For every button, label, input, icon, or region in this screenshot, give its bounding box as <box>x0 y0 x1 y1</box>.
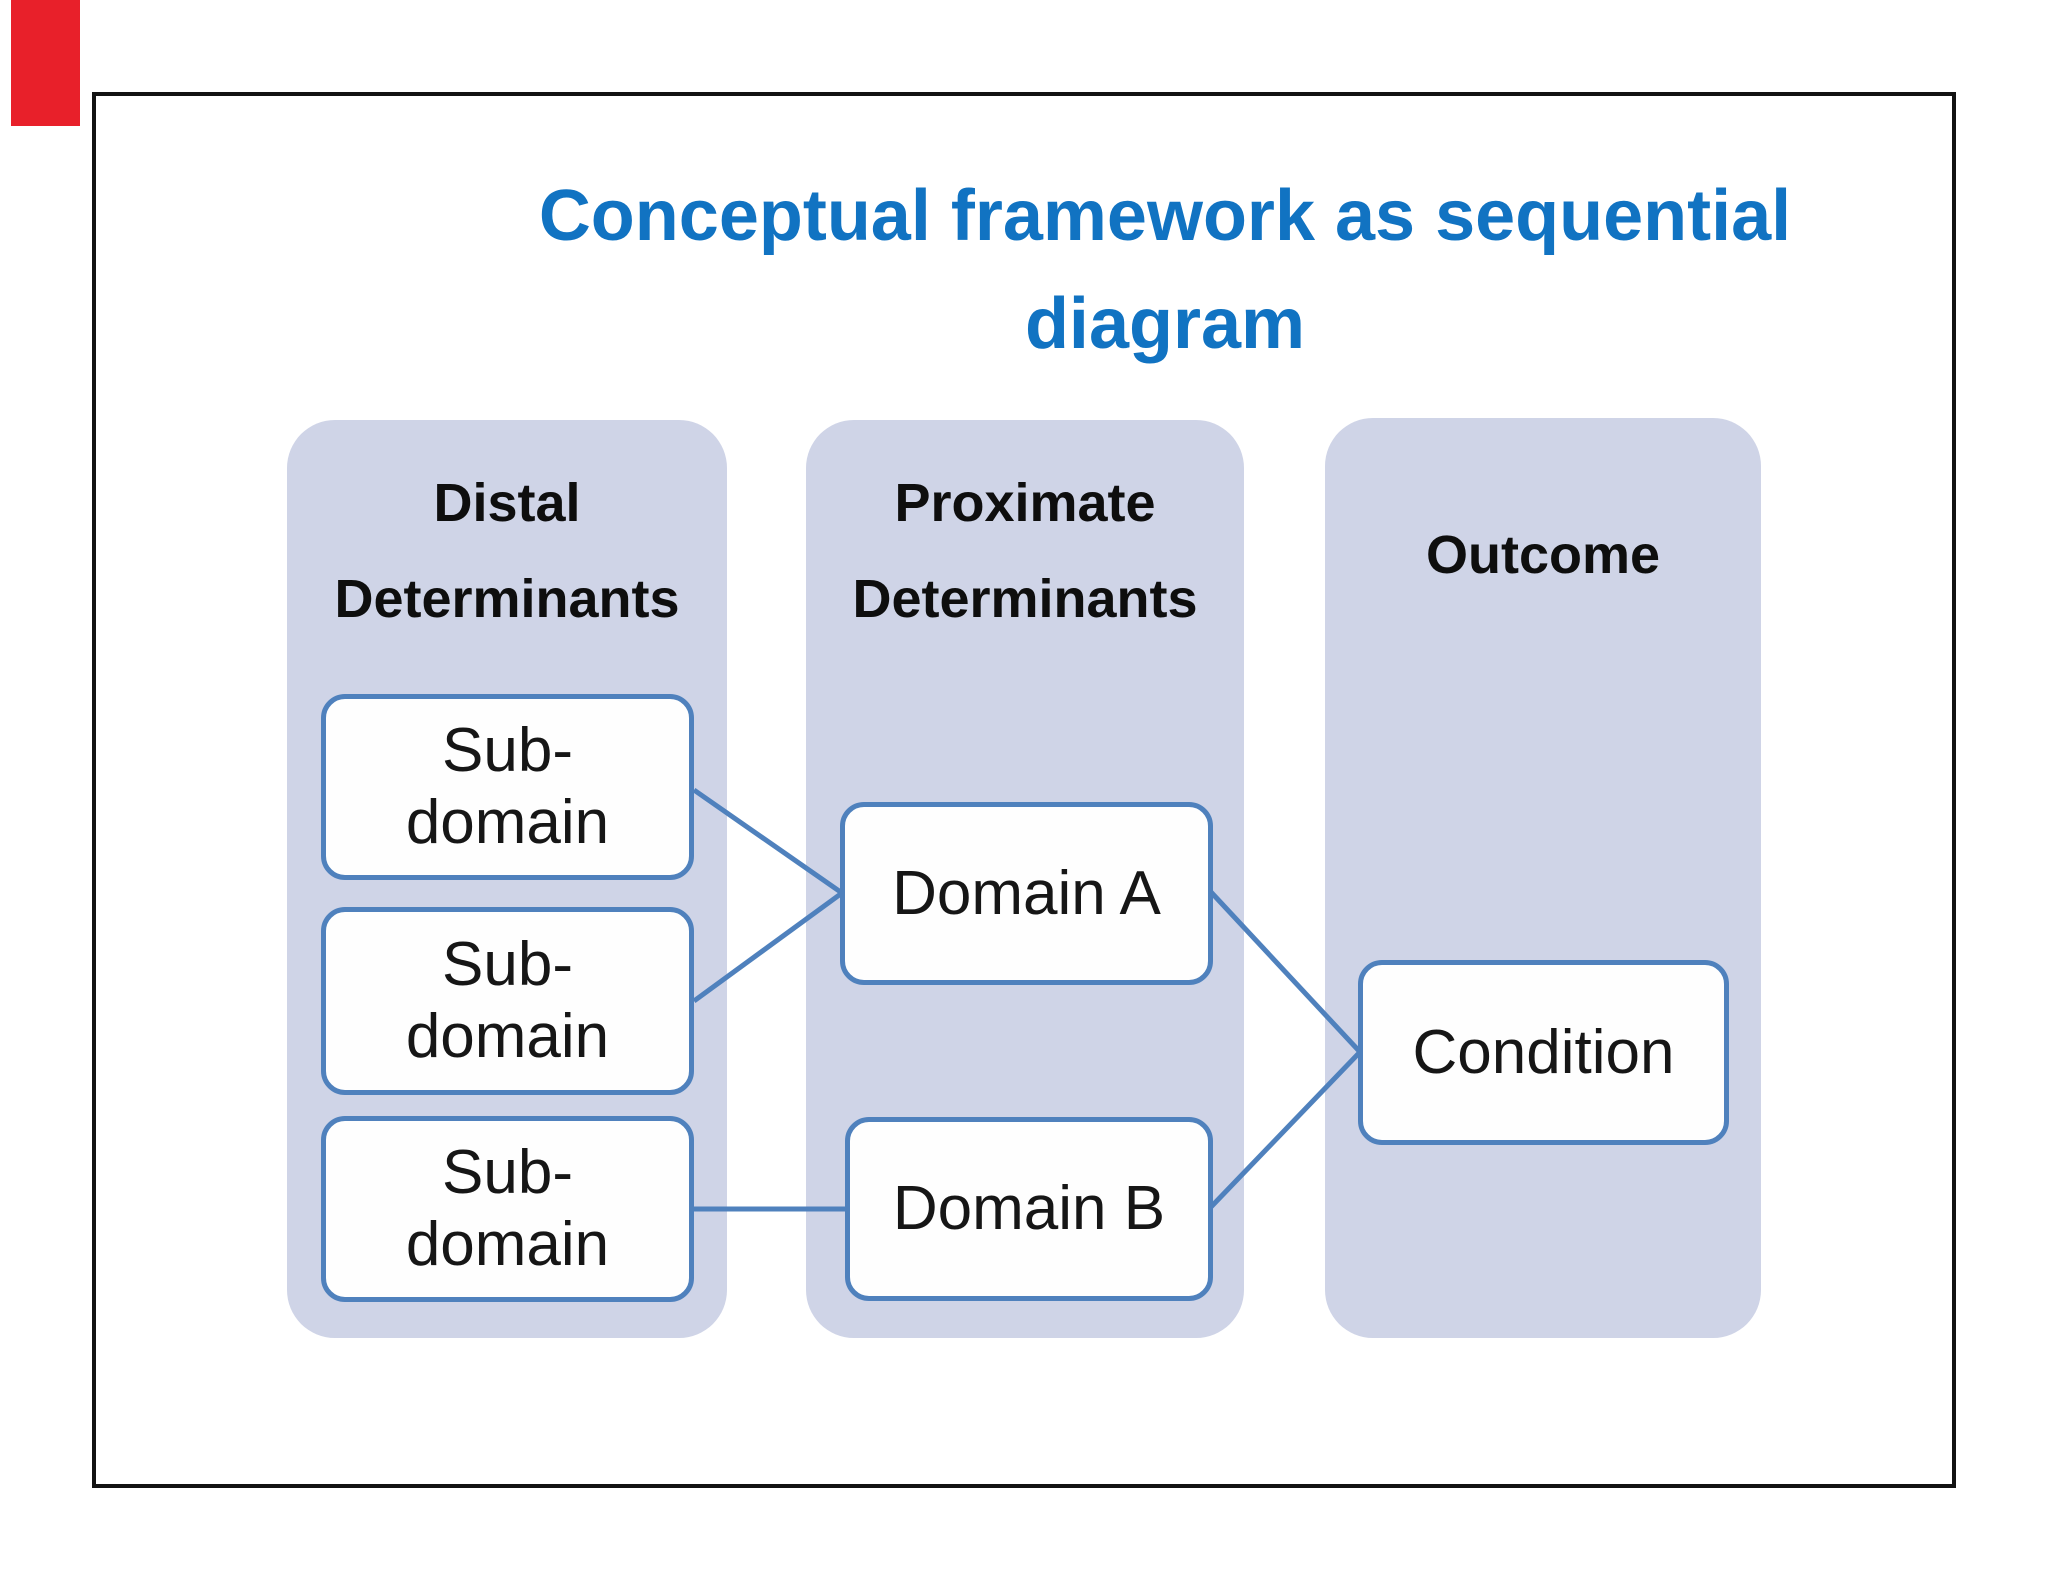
page-title-line2: diagram <box>1024 284 1306 364</box>
panel-outcome <box>1325 418 1761 1338</box>
column-header-outcome: Outcome <box>1425 525 1661 585</box>
node-sub-domain-3: Sub- domain <box>321 1116 694 1302</box>
node-sub-domain-2: Sub- domain <box>321 907 694 1095</box>
corner-red-marker <box>11 0 80 126</box>
page-title-line1: Conceptual framework as sequential <box>538 176 1792 256</box>
connector-sub1-to-domain-a <box>692 787 844 896</box>
connector-domain-a-to-condition <box>1208 889 1362 1054</box>
column-header-distal-determinants: Distal Determinants <box>334 473 680 629</box>
node-sub-domain-1: Sub- domain <box>321 694 694 880</box>
node-domain-b: Domain B <box>845 1117 1213 1301</box>
page-title: Conceptual framework as sequential diagr… <box>415 162 1915 378</box>
column-header-proximate-determinants: Proximate Determinants <box>852 473 1198 629</box>
connector-domain-b-to-condition <box>1208 1050 1362 1210</box>
node-condition: Condition <box>1358 960 1729 1145</box>
connector-sub2-to-domain-a <box>692 890 844 1004</box>
node-domain-a: Domain A <box>840 802 1213 985</box>
